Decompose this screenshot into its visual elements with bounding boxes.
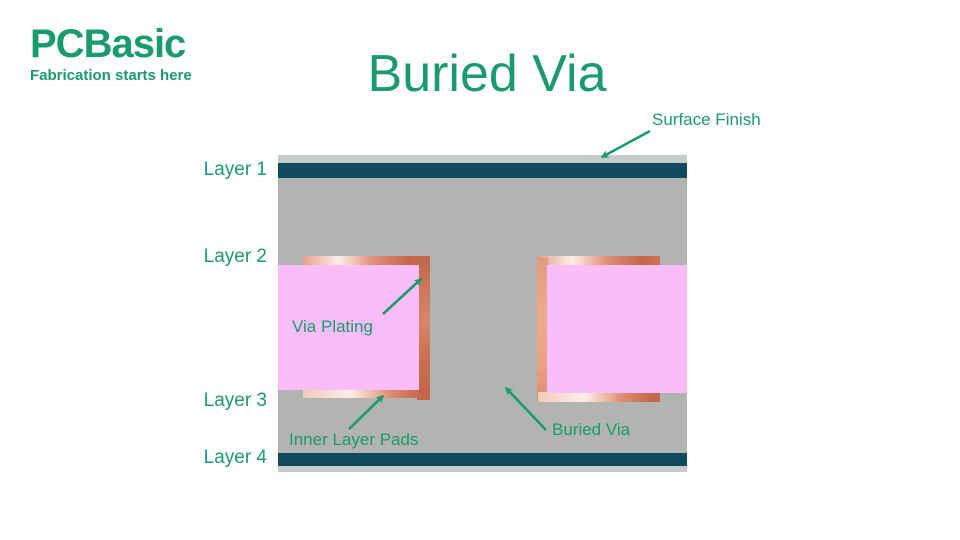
inner-pad-layer2-right (538, 256, 660, 266)
layer2-label: Layer 2 (203, 246, 267, 267)
logo-tagline: Fabrication starts here (30, 67, 192, 84)
logo-brand-bold: PCB (30, 22, 112, 66)
buried-via-label: Buried Via (552, 420, 631, 439)
surface-finish-strip-bottom (278, 466, 687, 472)
inner-pad-layer2-left (303, 256, 429, 266)
inner-pad-layer3-left (303, 388, 429, 398)
surface-finish-strip-top (278, 155, 687, 163)
layer4-label: Layer 4 (203, 447, 267, 468)
layer4-copper-strip (278, 453, 687, 466)
logo-wordmark: PCBasic (30, 24, 192, 64)
logo-brand-rest: asic (111, 22, 186, 66)
via-plating-right-wall (537, 258, 548, 402)
pcbasic-logo: PCBasic Fabrication starts here (30, 24, 192, 84)
inner-pad-layer3-right (538, 392, 660, 402)
surface-finish-arrow (600, 129, 651, 159)
page-title: Buried Via (367, 45, 607, 103)
via-plating-label: Via Plating (292, 317, 373, 336)
surface-finish-label: Surface Finish (652, 110, 761, 129)
inner-layer-pads-label: Inner Layer Pads (289, 430, 419, 449)
core-dielectric-right (547, 265, 687, 393)
layer3-label: Layer 3 (203, 390, 267, 411)
layer1-copper-strip (278, 163, 687, 178)
layer1-label: Layer 1 (203, 159, 267, 180)
